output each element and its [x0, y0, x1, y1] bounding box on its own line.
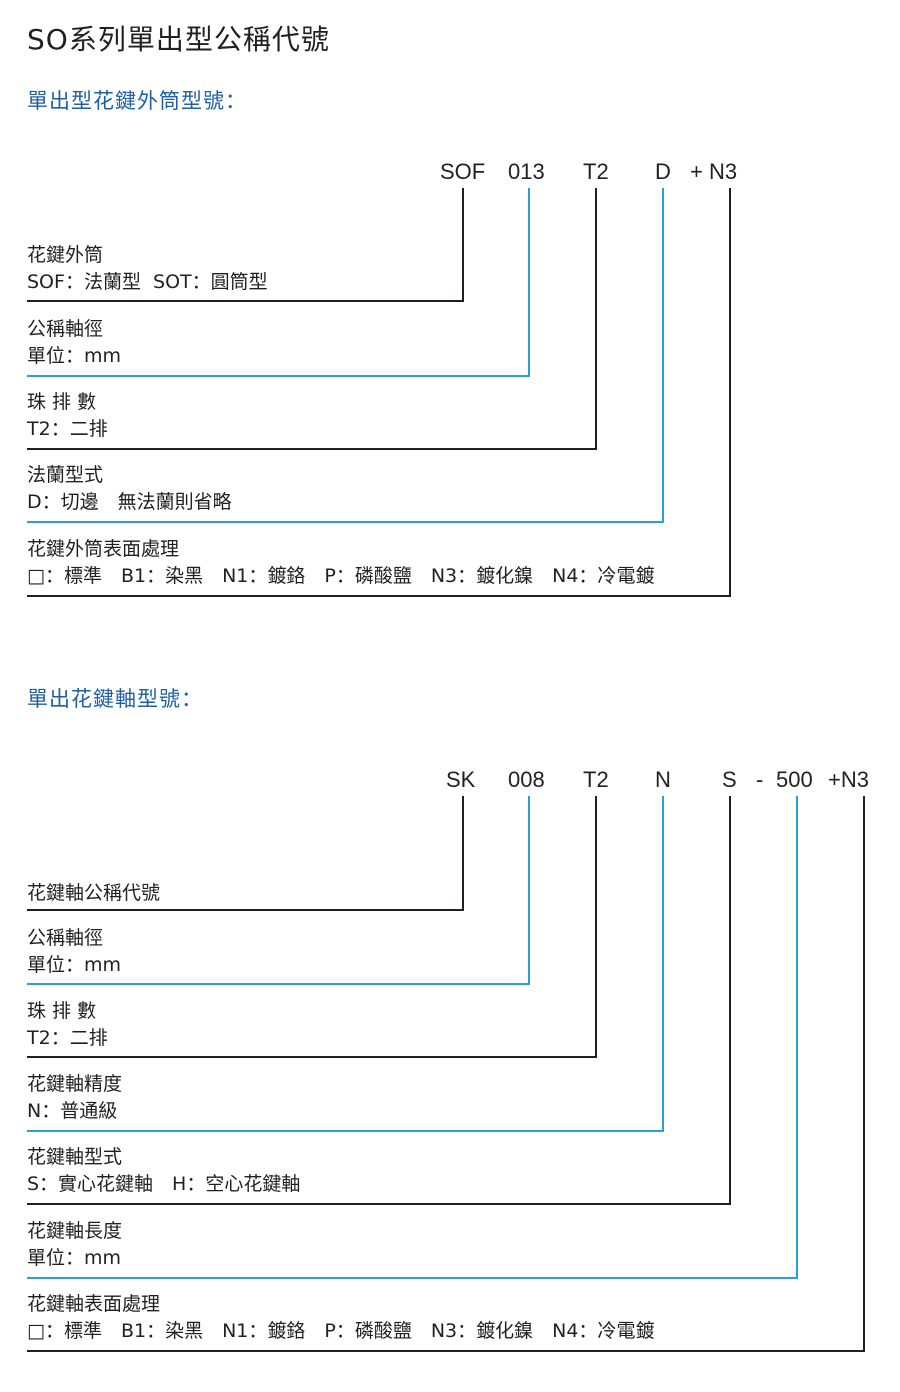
code-part-013: 013	[508, 159, 545, 184]
row-divider	[27, 521, 664, 523]
row-label: 花鍵軸表面處理	[27, 1293, 161, 1315]
row-divider	[27, 448, 597, 450]
row-divider	[27, 1203, 731, 1205]
row-label: 花鍵外筒	[27, 244, 104, 266]
row-divider	[27, 595, 731, 597]
connector-d	[662, 188, 664, 523]
connector-t2	[595, 188, 597, 450]
connector-sk	[462, 796, 464, 911]
row-detail: D：切邊 無法蘭則省略	[27, 491, 232, 513]
row-detail: N：普通級	[27, 1100, 118, 1122]
code-part-sk: SK	[446, 767, 476, 792]
row-divider	[27, 375, 530, 377]
row-detail: 單位：mm	[27, 1247, 122, 1269]
row-divider	[27, 1277, 798, 1279]
code-part-dash: -	[756, 767, 764, 792]
code-part-sof: SOF	[440, 159, 486, 184]
row-detail: □：標準 B1：染黑 N1：鍍鉻 P：磷酸鹽 N3：鍍化鎳 N4：冷電鍍	[27, 565, 655, 587]
connector-sof	[462, 188, 464, 302]
row-detail: T2：二排	[27, 418, 108, 440]
row-detail: SOF：法蘭型 SOT：圓筒型	[27, 271, 268, 293]
row-divider	[27, 300, 464, 302]
code-part-s: S	[722, 767, 737, 792]
row-label: 珠 排 數	[27, 1000, 97, 1022]
connector-s	[729, 796, 731, 1205]
code-part-n: N	[655, 767, 671, 792]
row-label: 花鍵軸精度	[27, 1073, 123, 1095]
row-divider	[27, 1350, 865, 1352]
row-label: 花鍵外筒表面處理	[27, 538, 180, 560]
connector-500	[796, 796, 798, 1279]
connector-013	[528, 188, 530, 377]
row-detail: 單位：mm	[27, 345, 122, 367]
row-label: 公稱軸徑	[27, 318, 104, 340]
code-part-500: 500	[776, 767, 813, 792]
row-detail: T2：二排	[27, 1027, 108, 1049]
row-divider	[27, 983, 530, 985]
code-part-n3: +N3	[828, 767, 869, 792]
connector-n	[662, 796, 664, 1132]
row-detail: □：標準 B1：染黑 N1：鍍鉻 P：磷酸鹽 N3：鍍化鎳 N4：冷電鍍	[27, 1320, 655, 1342]
connector-t2	[595, 796, 597, 1058]
row-label: 公稱軸徑	[27, 927, 104, 949]
row-divider	[27, 1056, 597, 1058]
connector-n3	[729, 188, 731, 597]
row-divider	[27, 1130, 664, 1132]
row-label: 法蘭型式	[27, 464, 104, 486]
code-part-n3: + N3	[690, 159, 738, 184]
code-part-t2: T2	[583, 767, 609, 792]
row-label: 珠 排 數	[27, 391, 97, 413]
row-label: 花鍵軸長度	[27, 1220, 123, 1242]
connector-n3	[863, 796, 865, 1352]
row-detail: 單位：mm	[27, 954, 122, 976]
row-detail: S：實心花鍵軸 H：空心花鍵軸	[27, 1173, 301, 1195]
connector-008	[528, 796, 530, 985]
row-label: 花鍵軸公稱代號	[27, 882, 161, 904]
section-title-nut: 單出型花鍵外筒型號：	[27, 89, 247, 113]
row-divider	[27, 909, 464, 911]
code-part-d: D	[655, 159, 671, 184]
page-title: SO系列單出型公稱代號	[27, 23, 330, 56]
code-part-008: 008	[508, 767, 545, 792]
code-part-t2: T2	[583, 159, 609, 184]
section-title-shaft: 單出花鍵軸型號：	[27, 687, 203, 711]
row-label: 花鍵軸型式	[27, 1146, 123, 1168]
